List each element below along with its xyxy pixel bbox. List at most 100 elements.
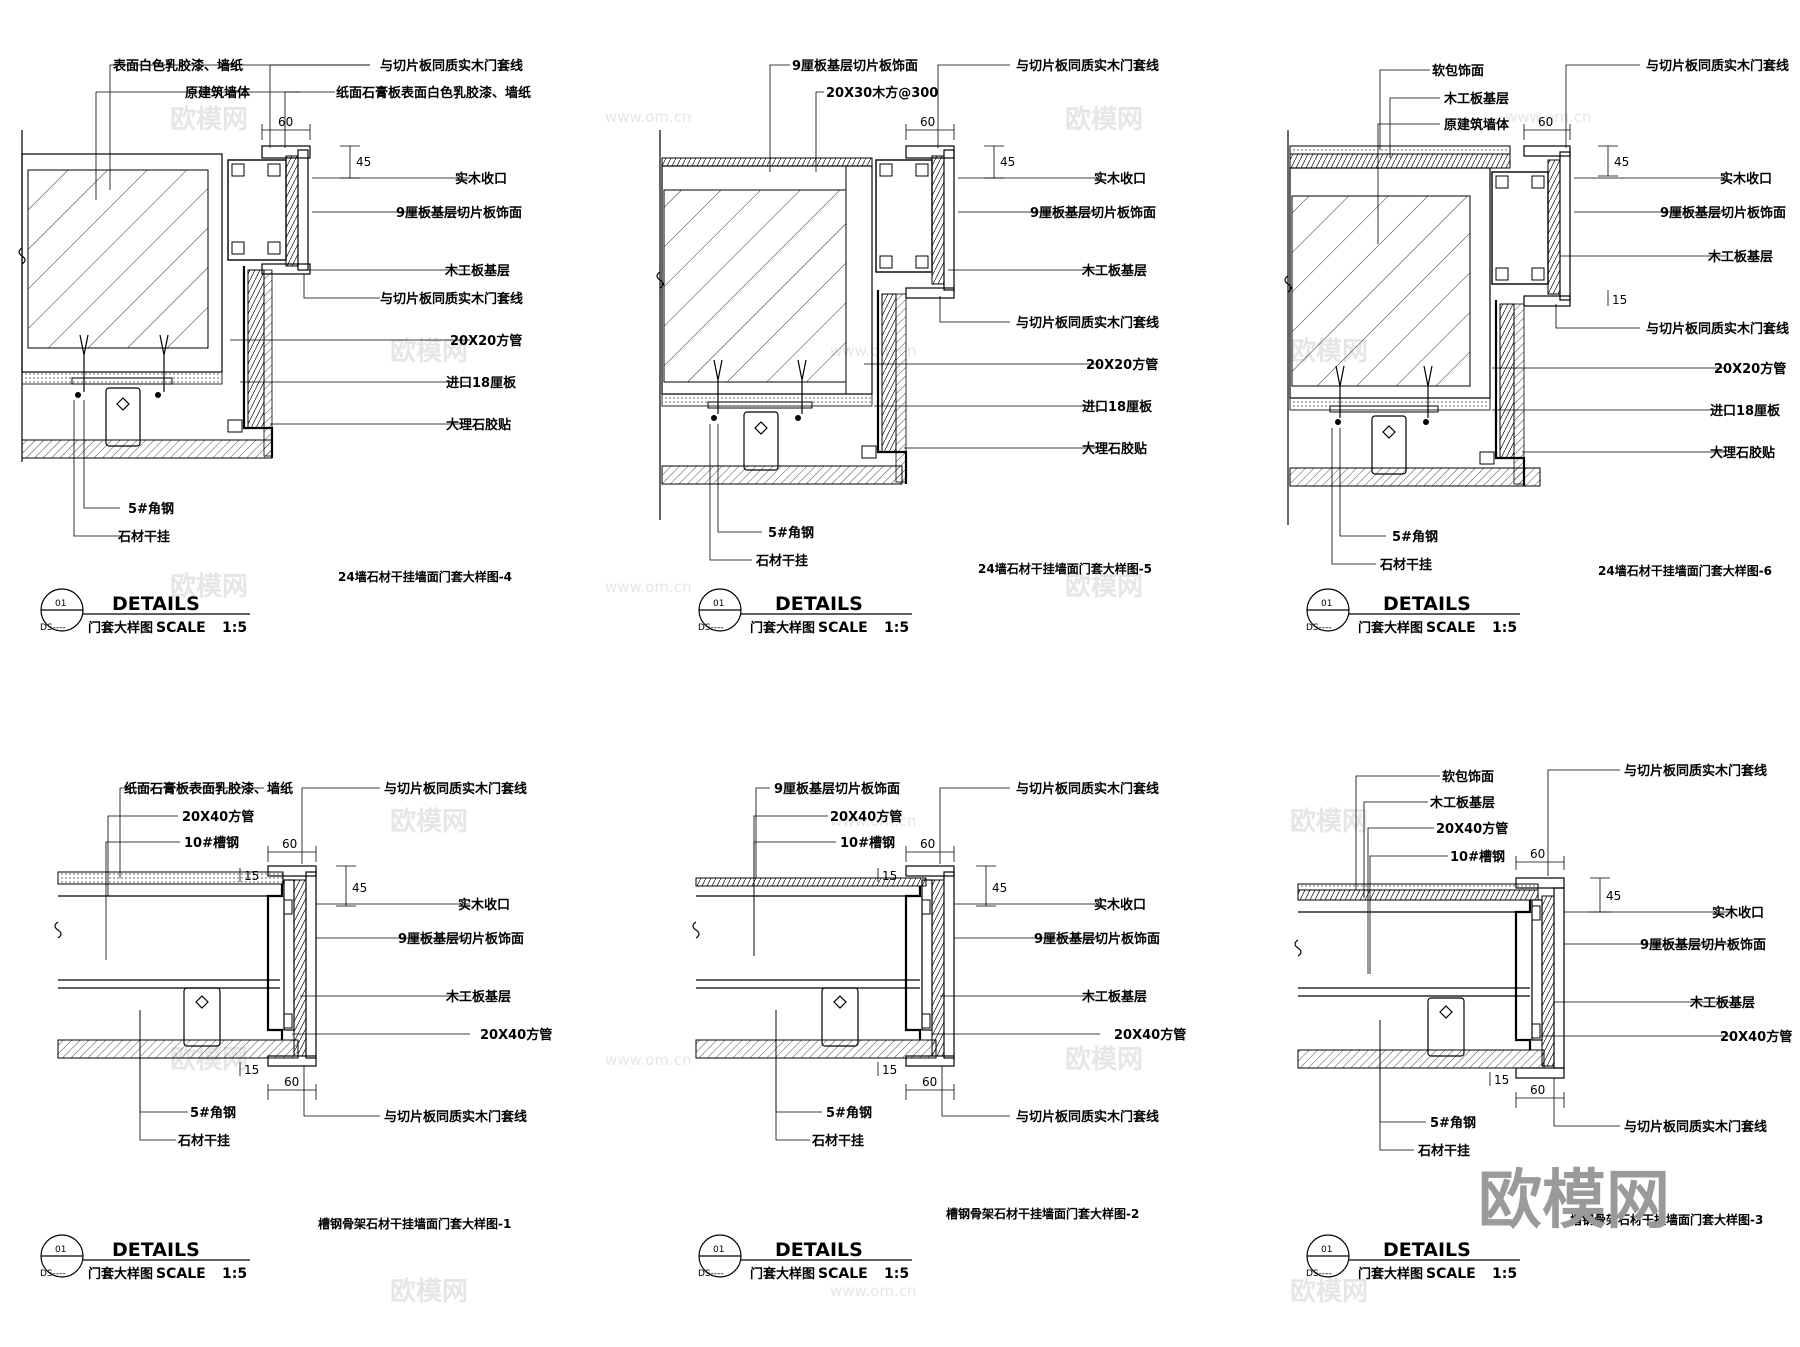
callout-label: 5#角钢 <box>768 525 814 541</box>
callout-label: 5#角钢 <box>190 1105 236 1121</box>
callout-label: 20X40方管 <box>480 1027 552 1043</box>
detail-code: DS---- <box>1306 1269 1332 1279</box>
callout-label: 木工板基层 <box>1689 995 1755 1011</box>
callout-label: 与切片板同质实木门套线 <box>1016 781 1159 797</box>
scale-label: SCALE <box>1426 620 1476 636</box>
callout-label: 大理石胶贴 <box>1710 445 1775 461</box>
watermark-site: www.om.cn <box>1505 108 1592 126</box>
scale-ratio: 1:5 <box>1492 1266 1517 1282</box>
callout-label: 9厘板基层切片板饰面 <box>792 58 918 74</box>
callout-label: 5#角钢 <box>826 1105 872 1121</box>
dimension-text: 60 <box>278 115 293 129</box>
scale-ratio: 1:5 <box>222 620 247 636</box>
detail-panel-2: 60 45 15 15 60 9厘板基层切片板饰面 20X40方管 10#槽钢 … <box>692 781 1186 1282</box>
callout-label: 木工板基层 <box>1429 795 1495 811</box>
callout-label: 5#角钢 <box>1392 529 1438 545</box>
detail-subtitle: 门套大样图 <box>750 620 815 636</box>
callout-label: 9厘板基层切片板饰面 <box>1660 205 1786 221</box>
detail-number: 01 <box>1321 599 1332 609</box>
dimension-text: 45 <box>356 155 371 169</box>
callout-label: 20X20方管 <box>450 333 522 349</box>
details-title: DETAILS <box>775 593 863 615</box>
scale-ratio: 1:5 <box>884 1266 909 1282</box>
callout-label: 软包饰面 <box>1432 63 1484 79</box>
callout-label: 10#槽钢 <box>1450 849 1505 865</box>
detail-caption: 槽钢骨架石材干挂墙面门套大样图-1 <box>318 1216 511 1231</box>
dimension-text: 45 <box>1000 155 1015 169</box>
dimension-text: 45 <box>1606 889 1621 903</box>
callout-label: 石材干挂 <box>117 529 170 545</box>
callout-label: 9厘板基层切片板饰面 <box>1030 205 1156 221</box>
dimension-text: 15 <box>244 869 259 883</box>
callout-label: 与切片板同质实木门套线 <box>1016 58 1159 74</box>
callout-label: 与切片板同质实木门套线 <box>1646 58 1789 74</box>
dimension-text: 15 <box>882 869 897 883</box>
callout-label: 木工板基层 <box>1443 91 1509 107</box>
dimension-text: 60 <box>922 1075 937 1089</box>
scale-ratio: 1:5 <box>884 620 909 636</box>
callout-label: 20X20方管 <box>1086 357 1158 373</box>
watermark-brand: 欧模网 <box>1065 571 1143 602</box>
detail-subtitle: 门套大样图 <box>1358 620 1423 636</box>
callout-label: 实木收口 <box>455 171 507 187</box>
callout-label: 实木收口 <box>1094 171 1146 187</box>
dimension-text: 60 <box>1530 847 1545 861</box>
callout-label: 20X40方管 <box>182 809 254 825</box>
callout-label: 与切片板同质实木门套线 <box>384 781 527 797</box>
dimension-text: 45 <box>1614 155 1629 169</box>
callout-label: 进口18厘板 <box>1082 399 1153 415</box>
dimension-text: 15 <box>882 1063 897 1077</box>
callout-label: 石材干挂 <box>1379 557 1432 573</box>
dimension-text: 60 <box>282 837 297 851</box>
callout-label: 木工板基层 <box>1081 989 1147 1005</box>
detail-subtitle: 门套大样图 <box>88 1266 153 1282</box>
callout-label: 木工板基层 <box>1707 249 1773 265</box>
callout-label: 9厘板基层切片板饰面 <box>396 205 522 221</box>
detail-number: 01 <box>55 599 66 609</box>
callout-label: 5#角钢 <box>128 501 174 517</box>
callout-label: 软包饰面 <box>1442 769 1494 785</box>
callout-label: 原建筑墙体 <box>185 85 251 101</box>
watermark-site: www.om.cn <box>605 1051 692 1069</box>
callout-label: 20X40方管 <box>1114 1027 1186 1043</box>
detail-panel-3: 60 45 15 60 软包饰面 木工板基层 20X40方管 10#槽钢 与切片… <box>1294 763 1792 1282</box>
watermark-brand: 欧模网 <box>1065 104 1143 135</box>
details-title: DETAILS <box>775 1239 863 1261</box>
watermark-site: www.om.cn <box>605 108 692 126</box>
detail-subtitle: 门套大样图 <box>750 1266 815 1282</box>
callout-label: 9厘板基层切片板饰面 <box>774 781 900 797</box>
detail-number: 01 <box>55 1245 66 1255</box>
callout-label: 20X40方管 <box>830 809 902 825</box>
dimension-text: 15 <box>1612 293 1627 307</box>
callout-label: 石材干挂 <box>811 1133 864 1149</box>
callout-label: 20X40方管 <box>1720 1029 1792 1045</box>
detail-caption: 槽钢骨架石材干挂墙面门套大样图-2 <box>946 1206 1139 1221</box>
callout-label: 与切片板同质实木门套线 <box>1624 763 1767 779</box>
callout-label: 木工板基层 <box>445 989 511 1005</box>
dimension-text: 15 <box>244 1063 259 1077</box>
callout-label: 大理石胶贴 <box>1082 441 1147 457</box>
callout-label: 与切片板同质实木门套线 <box>380 291 523 307</box>
details-title: DETAILS <box>1383 1239 1471 1261</box>
callout-label: 石材干挂 <box>755 553 808 569</box>
dimension-text: 60 <box>1530 1083 1545 1097</box>
scale-label: SCALE <box>818 1266 868 1282</box>
dimension-text: 60 <box>284 1075 299 1089</box>
dimension-text: 60 <box>920 115 935 129</box>
callout-label: 原建筑墙体 <box>1444 117 1510 133</box>
callout-label: 与切片板同质实木门套线 <box>384 1109 527 1125</box>
detail-subtitle: 门套大样图 <box>88 620 153 636</box>
callout-label: 9厘板基层切片板饰面 <box>398 931 524 947</box>
detail-number: 01 <box>1321 1245 1332 1255</box>
detail-caption: 24墙石材干挂墙面门套大样图-6 <box>1598 563 1772 578</box>
callout-label: 5#角钢 <box>1430 1115 1476 1131</box>
watermark-site: www.om.cn <box>830 1282 917 1300</box>
callout-label: 9厘板基层切片板饰面 <box>1034 931 1160 947</box>
detail-code: DS---- <box>40 1269 66 1279</box>
dimension-text: 60 <box>920 837 935 851</box>
detail-subtitle: 门套大样图 <box>1358 1266 1423 1282</box>
watermark-site: www.om.cn <box>830 812 917 830</box>
scale-label: SCALE <box>1426 1266 1476 1282</box>
dimension-text: 60 <box>1538 115 1553 129</box>
